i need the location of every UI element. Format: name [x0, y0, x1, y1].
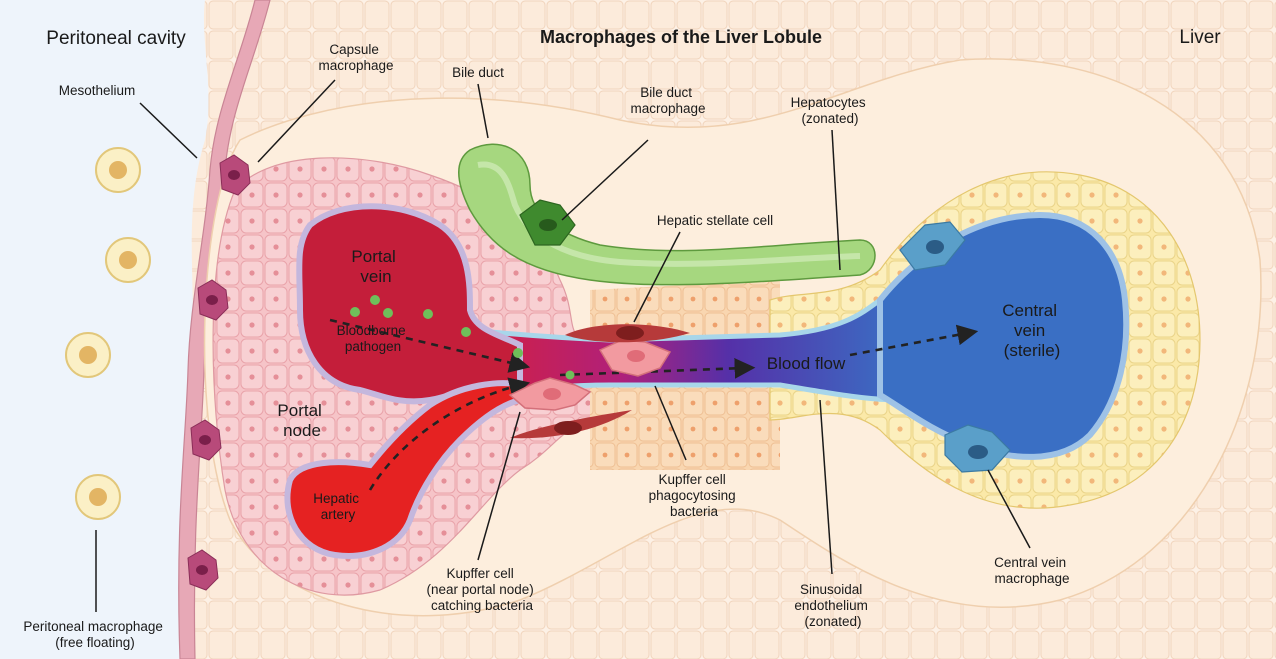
sinusoidal-endothelium-label: Sinusoidal endothelium (zonated)	[794, 582, 871, 629]
flow-arrow-portal	[329, 318, 531, 373]
bile-duct-macrophage	[519, 199, 576, 246]
hepatic-stellate-cell-label: Hepatic stellate cell	[657, 213, 773, 228]
central-vein-macrophage-bottom	[944, 424, 1011, 473]
portal-vein-label: Portal vein	[351, 247, 400, 286]
diagram-title: Macrophages of the Liver Lobule	[540, 27, 822, 47]
capsule-macrophages	[187, 154, 251, 591]
kupffer-cell-phagocytosing	[598, 339, 672, 377]
leader-lines	[95, 79, 1031, 612]
liver-label: Liver	[1179, 27, 1221, 48]
kupffer-phagocytosing-label: Kupffer cell phagocytosing bacteria	[649, 472, 740, 519]
central-vein-label: Central vein (sterile)	[1002, 301, 1062, 360]
peritoneal-macrophage-label: Peritoneal macrophage (free floating)	[23, 619, 166, 650]
bloodborne-pathogen-label: Bloodborne pathogen	[337, 323, 410, 354]
kupffer-portal-label: Kupffer cell (near portal node) catching…	[426, 566, 537, 613]
blood-flow-label: Blood flow	[767, 354, 846, 373]
bile-duct-lumen	[477, 161, 861, 267]
kupffer-cell-portal	[508, 377, 592, 411]
hepatic-artery-label: Hepatic artery	[313, 491, 363, 522]
peritoneal-cavity-background	[0, 0, 210, 659]
central-vein-macrophage-top	[899, 221, 966, 271]
bile-duct-label: Bile duct	[452, 65, 504, 80]
hepatic-stellate-cell	[510, 324, 690, 439]
capsule-macrophage-label: Capsule macrophage	[318, 42, 393, 73]
peritoneal-cavity-label: Peritoneal cavity	[46, 28, 186, 49]
hepatocytes-label: Hepatocytes (zonated)	[791, 95, 870, 126]
hepatic-artery	[284, 380, 523, 559]
central-vein-macrophage-label: Central vein macrophage	[994, 555, 1070, 586]
peritoneal-macrophages	[65, 147, 151, 520]
portal-node-label: Portal node	[277, 401, 326, 440]
flow-arrow-artery	[368, 377, 531, 491]
mesothelium-label: Mesothelium	[59, 83, 136, 98]
bile-duct-macrophage-label: Bile duct macrophage	[630, 85, 705, 116]
